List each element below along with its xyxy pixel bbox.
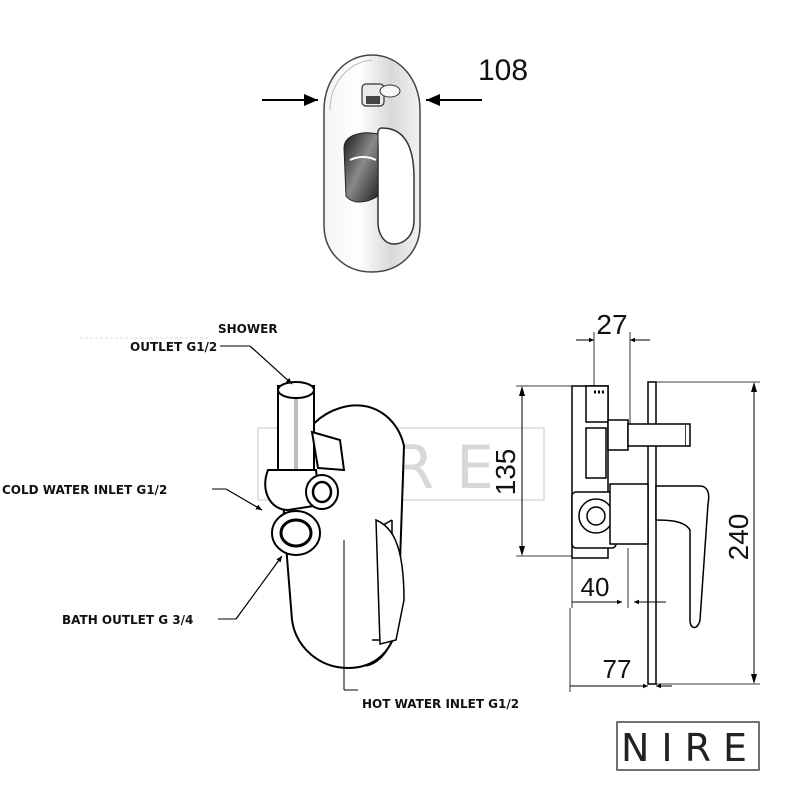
diverter-shaft-side — [607, 419, 629, 451]
dim-240-arrow-bot — [751, 674, 757, 684]
shower-label-line1: SHOWER — [218, 322, 278, 336]
dim-77-label: 77 — [603, 654, 632, 684]
handle-side — [655, 485, 710, 629]
valve-upper — [585, 385, 609, 423]
front-view: 108 — [262, 54, 528, 273]
dim-135-arrow-top — [519, 386, 525, 396]
body-perspective-view: SHOWER OUTLET G1/2 COLD WATER INLET G1/2… — [2, 322, 519, 711]
dim-240-arrow-top — [751, 382, 757, 392]
hot-inlet-label: HOT WATER INLET G1/2 — [362, 697, 519, 711]
dim-27-label: 27 — [596, 309, 627, 340]
lever-highlight — [349, 156, 377, 161]
cartridge — [609, 483, 649, 545]
dim-240-label: 240 — [723, 514, 754, 561]
bath-outlet-port-inner — [279, 518, 313, 548]
lever-base — [343, 132, 379, 203]
dim-135-arrow-bot — [519, 546, 525, 556]
dim-108-label: 108 — [478, 54, 528, 87]
lever-handle — [376, 127, 415, 245]
lever-side — [375, 518, 405, 645]
faceplate-inner-shadow — [329, 59, 373, 111]
side-port — [310, 430, 346, 472]
side-view: 27 135 240 40 77 — [490, 309, 760, 692]
shower-outlet-port — [277, 381, 315, 399]
valve-mid — [585, 427, 607, 479]
cold-inlet-label: COLD WATER INLET G1/2 — [2, 483, 167, 497]
lower-port-inner — [586, 506, 606, 526]
diverter-knob — [686, 423, 691, 447]
dim-135-label: 135 — [490, 449, 521, 496]
cold-inlet-port-inner — [311, 480, 333, 504]
dim-40-label: 40 — [581, 572, 610, 602]
diverter-spindle — [627, 423, 687, 447]
bath-outlet-label: BATH OUTLET G 3/4 — [62, 613, 193, 627]
bath-leader-diag — [235, 555, 283, 620]
brand-logo-frame — [616, 721, 760, 771]
diverter-cap — [379, 84, 401, 98]
shower-label-line2: OUTLET G1/2 — [130, 340, 217, 354]
cold-leader-diag — [225, 488, 263, 511]
shower-leader-diag — [249, 345, 293, 385]
diverter-shaft — [366, 96, 380, 104]
brand-logo-text: NIRE — [621, 726, 759, 770]
brand-logo: NIRE — [616, 721, 760, 771]
